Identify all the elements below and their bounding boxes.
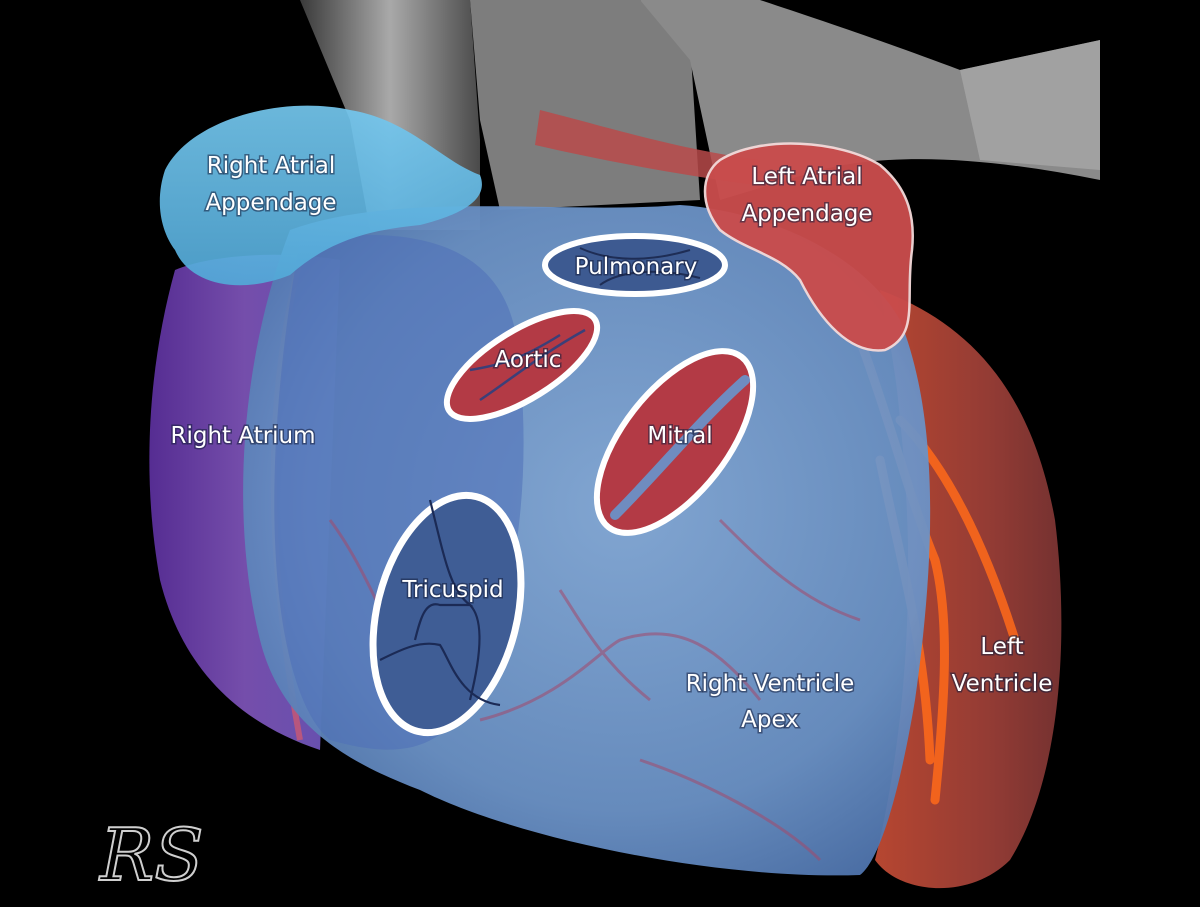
surface-vessels: [328, 518, 861, 862]
tricuspid-valve: [369, 491, 525, 737]
right-atrial-appendage-shape: [159, 105, 482, 286]
label-left-atrial-appendage-line2: Appendage: [741, 201, 872, 227]
label-tricuspid: Tricuspid: [401, 577, 503, 603]
watermark-logo: RS: [98, 813, 204, 897]
label-left-atrial-appendage-line1: Left Atrial: [751, 164, 862, 190]
label-left-ventricle-line2: Ventricle: [952, 671, 1053, 697]
left-atrial-appendage-shape: [703, 142, 914, 352]
label-left-ventricle-line1: Left: [980, 634, 1023, 660]
label-right-atrial-appendage-line2: Appendage: [205, 190, 336, 216]
label-right-atrial-appendage-line1: Right Atrial: [207, 153, 336, 179]
aortic-valve: [443, 308, 601, 422]
label-right-ventricle-apex-line2: Apex: [741, 707, 799, 733]
label-mitral: Mitral: [647, 423, 712, 449]
pulmonary-valve: [542, 233, 728, 297]
label-right-atrium: Right Atrium: [170, 423, 315, 449]
label-pulmonary: Pulmonary: [575, 254, 698, 280]
mitral-valve: [593, 348, 757, 536]
label-aortic: Aortic: [495, 347, 562, 373]
label-right-ventricle-apex-line1: Right Ventricle: [686, 671, 855, 697]
